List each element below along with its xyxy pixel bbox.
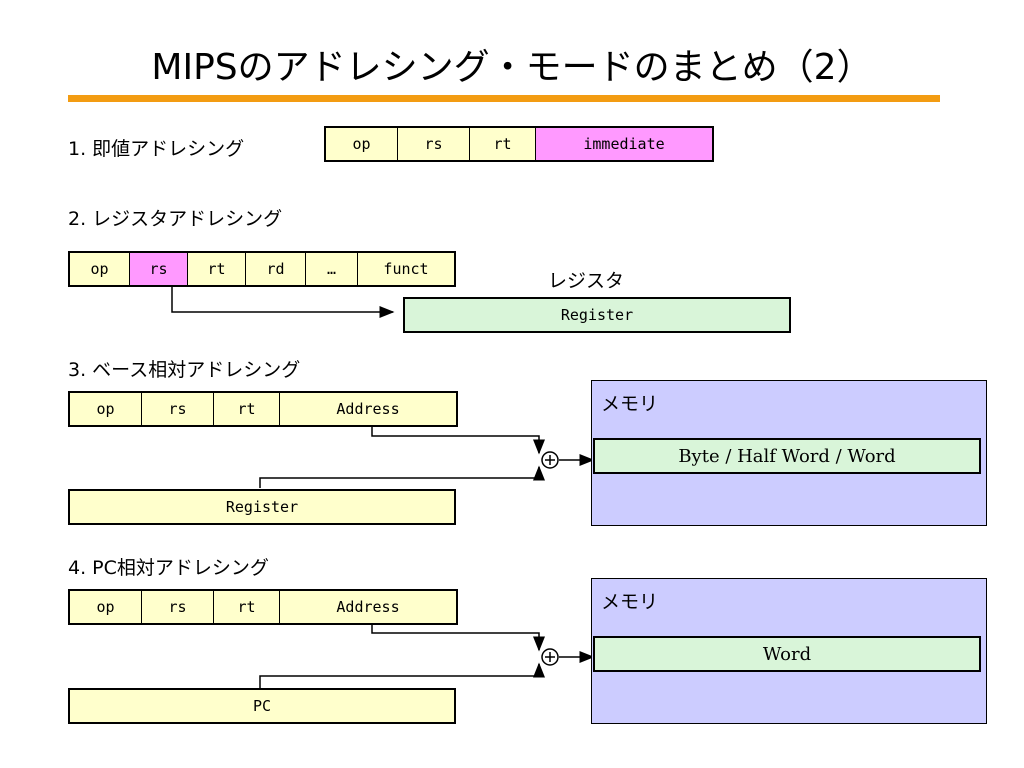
memory-word-pc: Word (593, 636, 981, 672)
instruction-format-immediate: op rs rt immediate (324, 126, 714, 162)
field-rs: rs (142, 393, 214, 425)
memory-word-base: Byte / Half Word / Word (593, 438, 981, 474)
field-rs: rs (142, 591, 214, 623)
field-op: op (326, 128, 398, 160)
field-rd: rd (246, 253, 306, 285)
field-op: op (70, 591, 142, 623)
heading-pc-relative: 4. PC相対アドレシング (68, 557, 269, 579)
instruction-format-pc: op rs rt Address (68, 589, 458, 625)
field-op: op (70, 253, 130, 285)
base-register-box: Register (68, 489, 456, 525)
field-address: Address (336, 400, 400, 418)
rs-to-register-wire (171, 287, 395, 318)
field-rs: rs (398, 128, 470, 160)
field-op: op (70, 393, 142, 425)
field-rt: rt (470, 128, 536, 160)
register-box: Register (403, 297, 791, 333)
heading-base-relative: 3. ベース相対アドレシング (68, 359, 301, 381)
register-caption: レジスタ (548, 270, 625, 292)
field-ellipsis: … (306, 253, 358, 285)
pc-register-box: PC (68, 688, 456, 724)
address-to-adder-wire-3 (371, 424, 545, 455)
memory-label-base: メモリ (601, 393, 659, 415)
memory-label-pc: メモリ (601, 591, 659, 613)
field-rt: rt (188, 253, 246, 285)
pc-to-adder-wire-4 (259, 662, 545, 688)
title-underline (68, 95, 940, 102)
field-rt: rt (214, 591, 280, 623)
field-rs: rs (130, 253, 188, 285)
instruction-format-register: op rs rt rd … funct (68, 251, 456, 287)
instruction-format-base: op rs rt Address (68, 391, 458, 427)
heading-immediate: 1. 即値アドレシング (68, 138, 245, 160)
field-funct: funct (383, 260, 429, 278)
heading-register: 2. レジスタアドレシング (68, 208, 283, 230)
address-to-adder-wire-4 (371, 622, 545, 652)
field-rt: rt (214, 393, 280, 425)
field-address: Address (336, 598, 400, 616)
register-to-adder-wire-3 (259, 465, 545, 488)
field-immediate: immediate (536, 128, 712, 160)
page-title: MIPSのアドレシング・モードのまとめ（2） (151, 47, 873, 88)
